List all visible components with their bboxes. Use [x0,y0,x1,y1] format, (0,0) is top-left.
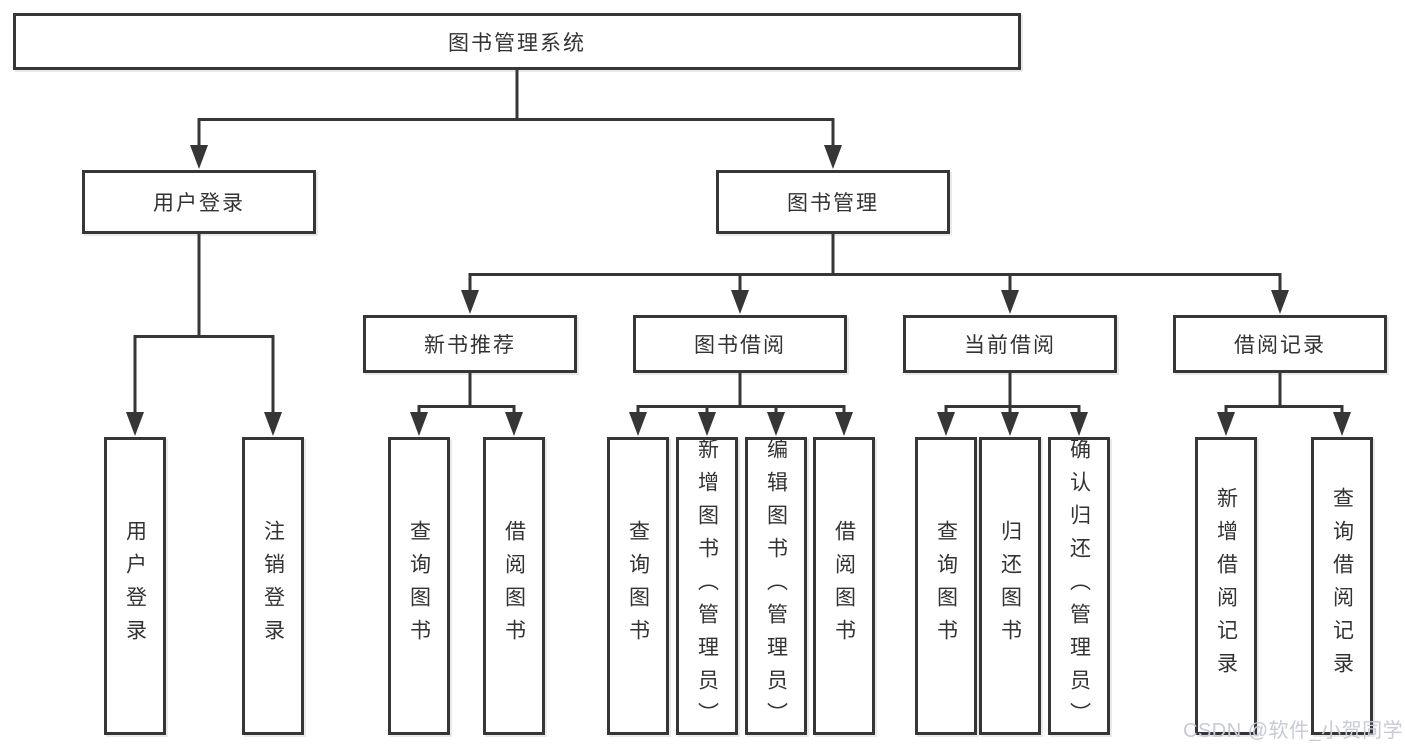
node-book-borrow-label: 图书借阅 [694,334,786,357]
leaf-edit-book-admin: 编辑图书（管理员） [745,437,807,735]
connector-arrowhead [1001,412,1019,436]
leaf-logout: 注销登录 [242,437,304,735]
connector-line [944,405,1081,413]
leaf-borrow-books-label: 借阅图书 [832,520,856,652]
node-root-label: 图书管理系统 [448,31,586,55]
connector-line [417,405,516,413]
connector-arrowhead [505,412,523,436]
connector-line [133,335,275,413]
connector-arrowhead [190,145,208,169]
connector-arrowhead [731,290,749,314]
connector-arrowhead [698,412,716,436]
connector-line [468,273,1282,291]
connector-arrowhead [937,412,955,436]
leaf-user-login-label: 用户登录 [123,520,147,652]
leaf-query-borrow-record: 查询借阅记录 [1311,437,1373,735]
connector-arrowhead [767,412,785,436]
connector-arrowhead [835,412,853,436]
leaf-borrow-books-recommend-label: 借阅图书 [502,520,526,652]
connector-line [197,118,835,146]
leaf-query-books-recommend-label: 查询图书 [407,520,431,652]
leaf-query-books-borrow-label: 查询图书 [626,520,650,652]
connector-arrowhead [629,412,647,436]
connector-arrowhead [1001,290,1019,314]
node-new-book-recommend: 新书推荐 [363,315,577,373]
leaf-return-books: 归还图书 [979,437,1041,735]
leaf-return-books-label: 归还图书 [998,520,1022,652]
leaf-add-borrow-record-label: 新增借阅记录 [1214,487,1238,685]
connector-arrowhead [1333,412,1351,436]
leaf-user-login: 用户登录 [104,437,166,735]
leaf-add-book-admin: 新增图书（管理员） [676,437,738,735]
connector-arrowhead [1070,412,1088,436]
connector-arrowhead [126,412,144,436]
leaf-borrow-books: 借阅图书 [813,437,875,735]
leaf-query-books-current: 查询图书 [915,437,977,735]
connector-line [1224,405,1344,413]
node-borrow-records-label: 借阅记录 [1234,334,1326,357]
node-current-borrow: 当前借阅 [903,315,1117,373]
node-current-borrow-label: 当前借阅 [964,334,1056,357]
leaf-query-books-current-label: 查询图书 [934,520,958,652]
node-user-login-label: 用户登录 [153,192,245,215]
node-new-book-recommend-label: 新书推荐 [424,334,516,357]
connector-arrowhead [461,290,479,314]
leaf-query-books-borrow: 查询图书 [607,437,669,735]
node-book-management: 图书管理 [716,170,950,234]
leaf-query-borrow-record-label: 查询借阅记录 [1330,487,1354,685]
connector-arrowhead [1217,412,1235,436]
node-root: 图书管理系统 [13,13,1021,70]
connector-arrowhead [410,412,428,436]
node-book-borrow: 图书借阅 [633,315,847,373]
connector-arrowhead [264,412,282,436]
connector-line [636,405,846,413]
node-borrow-records: 借阅记录 [1173,315,1387,373]
node-user-login: 用户登录 [82,170,316,234]
leaf-edit-book-admin-label: 编辑图书（管理员） [764,437,788,735]
leaf-confirm-return-admin: 确认归还（管理员） [1048,437,1110,735]
leaf-query-books-recommend: 查询图书 [388,437,450,735]
leaf-confirm-return-admin-label: 确认归还（管理员） [1067,437,1091,735]
leaf-add-book-admin-label: 新增图书（管理员） [695,437,719,735]
leaf-add-borrow-record: 新增借阅记录 [1195,437,1257,735]
node-book-management-label: 图书管理 [787,192,879,215]
leaf-logout-label: 注销登录 [261,520,285,652]
connector-arrowhead [1271,290,1289,314]
leaf-borrow-books-recommend: 借阅图书 [483,437,545,735]
connector-arrowhead [824,145,842,169]
csdn-watermark: CSDN @软件_小贺同学 [1183,720,1404,742]
